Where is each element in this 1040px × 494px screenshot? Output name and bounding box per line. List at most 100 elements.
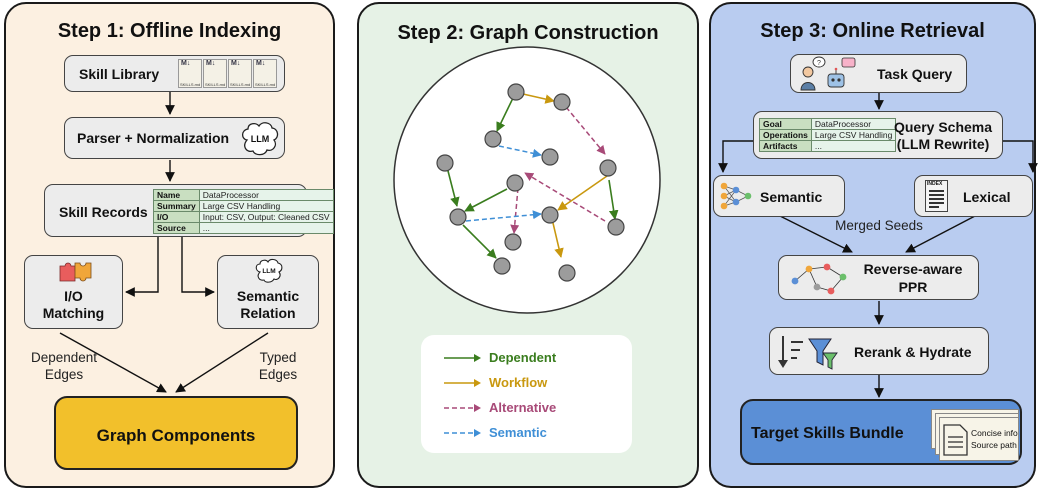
dependent-edges-line2: Edges: [44, 367, 84, 382]
graph-node: [493, 257, 511, 275]
schema-value: ...: [810, 140, 897, 152]
legend-label-workflow: Workflow: [489, 375, 548, 390]
arrow-schema-to-semantic: [718, 140, 753, 173]
workflow-edge: [557, 175, 608, 211]
io-matching-label-line1: I/O: [64, 288, 83, 304]
md-badge: M↓: [231, 60, 241, 67]
parser-box: Parser + Normalization LLM: [64, 117, 285, 159]
graph-edges: [446, 93, 619, 259]
legend-label-alternative: Alternative: [489, 400, 557, 415]
skill-library-label: Skill Library: [79, 66, 160, 82]
query-schema-label-line2: (LLM Rewrite): [896, 136, 990, 152]
index-document-icon: INDEX: [925, 180, 948, 212]
semantic-relation-box: LLM Semantic Relation: [217, 255, 319, 329]
io-matching-label-line2: Matching: [42, 305, 105, 321]
workflow-edge: [522, 93, 555, 104]
graph-nodes: [436, 83, 625, 282]
arrow-records-to-semantic: [181, 237, 215, 297]
graph-node: [541, 148, 559, 166]
record-row: Name DataProcessor: [153, 189, 334, 201]
llm-badge-text: LLM: [251, 134, 270, 144]
md-badge: M↓: [256, 60, 266, 67]
record-row: Summary Large CSV Handling: [153, 200, 334, 212]
graph-node: [506, 174, 524, 192]
skills-file-name: SKILLS.md: [230, 82, 251, 87]
skill-records-label: Skill Records: [59, 204, 148, 220]
typed-edges-label: Typed Edges: [248, 350, 308, 382]
graph-node: [484, 130, 502, 148]
markdown-file-icon: M↓ SKILLS.md: [203, 59, 227, 88]
schema-row: Artifacts ...: [759, 140, 897, 152]
semantic-line-icon: [444, 429, 481, 437]
dependent-edges-line1: Dependent: [30, 350, 98, 365]
semantic-retriever-label: Semantic: [760, 189, 823, 205]
query-schema-box: Goal DataProcessor Operations Large CSV …: [753, 111, 1003, 159]
task-query-box: ? Task Query: [790, 54, 967, 93]
schema-key: Artifacts: [759, 140, 812, 152]
bundle-doc-line2: Source path: [971, 440, 1017, 450]
neural-network-icon: [720, 182, 752, 210]
llm-brain-icon: LLM: [241, 122, 279, 156]
legend-label-semantic: Semantic: [489, 425, 547, 440]
graph-node: [558, 264, 576, 282]
svg-text:?: ?: [817, 60, 821, 67]
legend-label-dependent: Dependent: [489, 350, 557, 365]
ppr-box: Reverse-aware PPR: [778, 255, 979, 300]
skill-record-table: Name DataProcessor Summary Large CSV Han…: [153, 189, 334, 234]
record-value: ...: [198, 222, 334, 234]
lexical-retriever-label: Lexical: [963, 189, 1011, 205]
typed-edges-line2: Edges: [258, 367, 298, 382]
llm-badge-text: LLM: [262, 268, 275, 275]
merged-seeds-label: Merged Seeds: [835, 218, 923, 233]
dependent-edge: [464, 188, 508, 212]
dependent-edge: [446, 166, 460, 207]
md-badge: M↓: [206, 60, 216, 67]
graph-components-box: Graph Components: [54, 396, 298, 470]
graph-node: [504, 233, 522, 251]
markdown-file-icon: M↓ SKILLS.md: [178, 59, 202, 88]
graph-node: [599, 159, 617, 177]
task-query-label: Task Query: [877, 66, 953, 82]
graph-components-label: Graph Components: [96, 426, 256, 445]
skills-file-name: SKILLS.md: [180, 82, 201, 87]
dependent-edge: [462, 224, 497, 259]
graph-node: [553, 93, 571, 111]
rerank-box: Rerank & Hydrate: [769, 327, 989, 375]
typed-edges-line1: Typed: [259, 350, 297, 365]
graph-node: [607, 218, 625, 236]
user-robot-icon: ?: [800, 56, 856, 91]
panel-title-step3: Step 3: Online Retrieval: [760, 20, 985, 42]
semantic-retriever-box: Semantic: [713, 175, 845, 217]
graph-node: [507, 83, 525, 101]
semantic-relation-label-line2: Relation: [240, 305, 296, 321]
schema-key: Operations: [759, 129, 812, 141]
document-icon: [943, 424, 968, 456]
md-badge: M↓: [181, 60, 191, 67]
semantic-edge: [465, 210, 542, 222]
arrow-semantic-to-components: [175, 332, 269, 393]
index-badge: INDEX: [927, 181, 943, 187]
schema-key: Goal: [759, 118, 812, 130]
query-schema-table: Goal DataProcessor Operations Large CSV …: [759, 118, 897, 152]
rerank-label: Rerank & Hydrate: [854, 344, 972, 360]
dependent-edges-label: Dependent Edges: [24, 350, 104, 382]
arrow-lexical-to-ppr: [905, 215, 976, 253]
bundle-doc-front: Concise info Source path: [939, 417, 1019, 461]
target-skills-bundle-box: Target Skills Bundle Concise info Source…: [740, 399, 1022, 465]
llm-brain-icon: LLM: [255, 258, 283, 283]
panel-title-step1: Step 1: Offline Indexing: [57, 20, 282, 42]
skill-library-box: Skill Library M↓ SKILLS.md M↓ SKILLS.md …: [64, 55, 285, 92]
lexical-retriever-box: INDEX Lexical: [914, 175, 1033, 217]
sort-filter-icon: [778, 336, 838, 370]
bundle-doc-line1: Concise info: [971, 428, 1018, 438]
arrow-io-to-components: [59, 332, 167, 393]
workflow-line-icon: [444, 379, 481, 387]
edge-legend: Dependent Workflow Alternative Semantic: [421, 335, 632, 453]
io-matching-box: I/O Matching: [24, 255, 123, 329]
parser-label: Parser + Normalization: [77, 130, 230, 146]
markdown-file-icon: M↓ SKILLS.md: [253, 59, 277, 88]
panel-title-step2: Step 2: Graph Construction: [397, 22, 659, 44]
puzzle-icon: [59, 262, 92, 282]
